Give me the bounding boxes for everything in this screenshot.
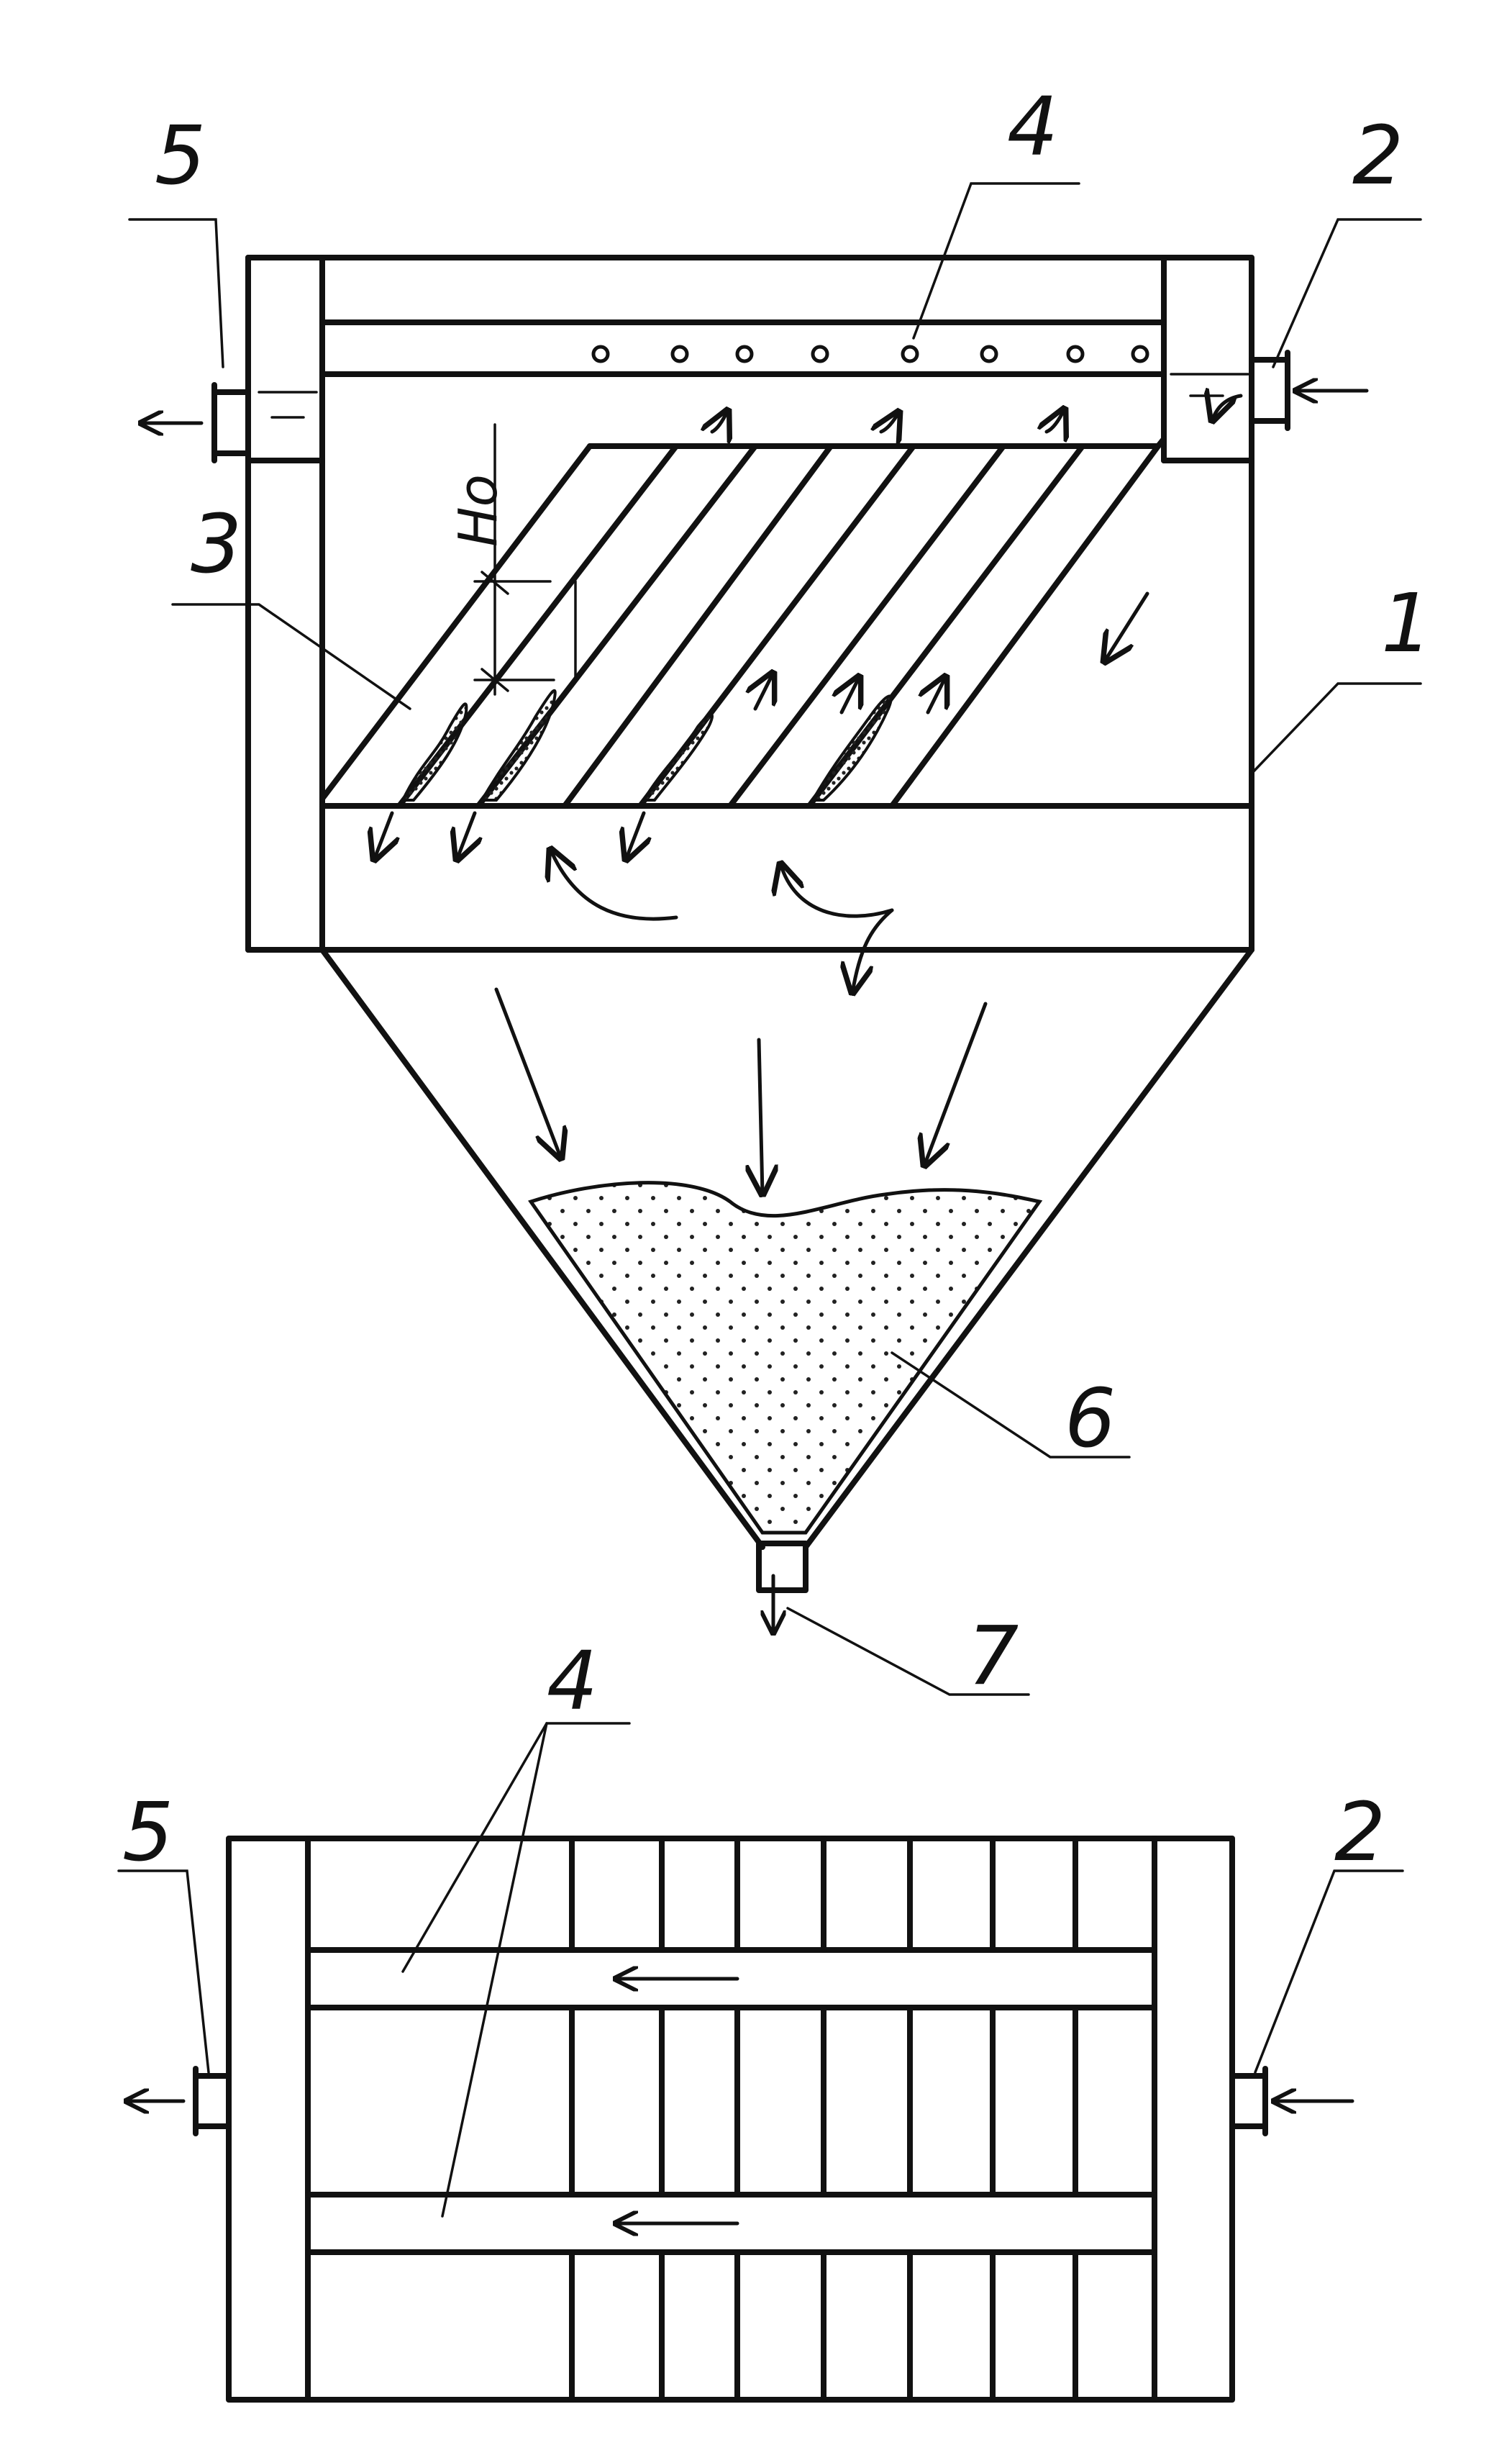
plan-plates — [569, 1836, 1078, 2403]
ref-label-trough: 4 — [1007, 81, 1058, 174]
plate-spacing-dimension: Ho — [447, 423, 577, 696]
orifice-icon — [811, 345, 829, 363]
ref-label-inlet: 2 — [1352, 109, 1403, 203]
ref-label-drain: 7 — [967, 1610, 1019, 1703]
orifice-icon — [980, 345, 998, 363]
sludge-film — [400, 689, 893, 802]
dimension-label-ho: Ho — [447, 474, 509, 547]
leader-lines — [128, 182, 1422, 1696]
ref-label-sediment: 6 — [1065, 1372, 1116, 1466]
orifice-icon — [1066, 345, 1085, 363]
collection-trough — [591, 345, 1149, 363]
plan-ref-label-trough: 4 — [547, 1635, 598, 1728]
drain-pipe — [756, 1541, 809, 1633]
plan-view: 4 5 2 — [117, 1635, 1404, 2403]
orifice-icon — [901, 345, 919, 363]
plan-ref-label-outlet: 5 — [122, 1786, 173, 1879]
flow-arrows — [374, 409, 1149, 1194]
plan-inlet-pipe — [1229, 2066, 1354, 2136]
plan-troughs — [305, 1947, 1157, 2255]
plan-outlet-pipe — [126, 2066, 232, 2136]
sediment-layer — [528, 1181, 1043, 1535]
tank-body — [245, 255, 1254, 1550]
plan-outline — [226, 1836, 1235, 2403]
inlet-pipe — [1212, 350, 1369, 431]
orifice-icon — [735, 345, 754, 363]
ref-label-tank-body: 1 — [1381, 577, 1432, 671]
orifice-icon — [1131, 345, 1149, 363]
ref-label-plate-pack: 3 — [191, 498, 242, 591]
ref-label-outlet: 5 — [155, 109, 206, 203]
plan-ref-label-inlet: 2 — [1334, 1786, 1385, 1879]
outlet-pipe — [140, 382, 251, 463]
plan-leader-lines — [117, 1722, 1404, 2218]
orifice-icon — [591, 345, 610, 363]
elevation-view: Ho 5 4 2 3 1 6 7 — [128, 81, 1432, 1703]
orifice-icon — [670, 345, 689, 363]
